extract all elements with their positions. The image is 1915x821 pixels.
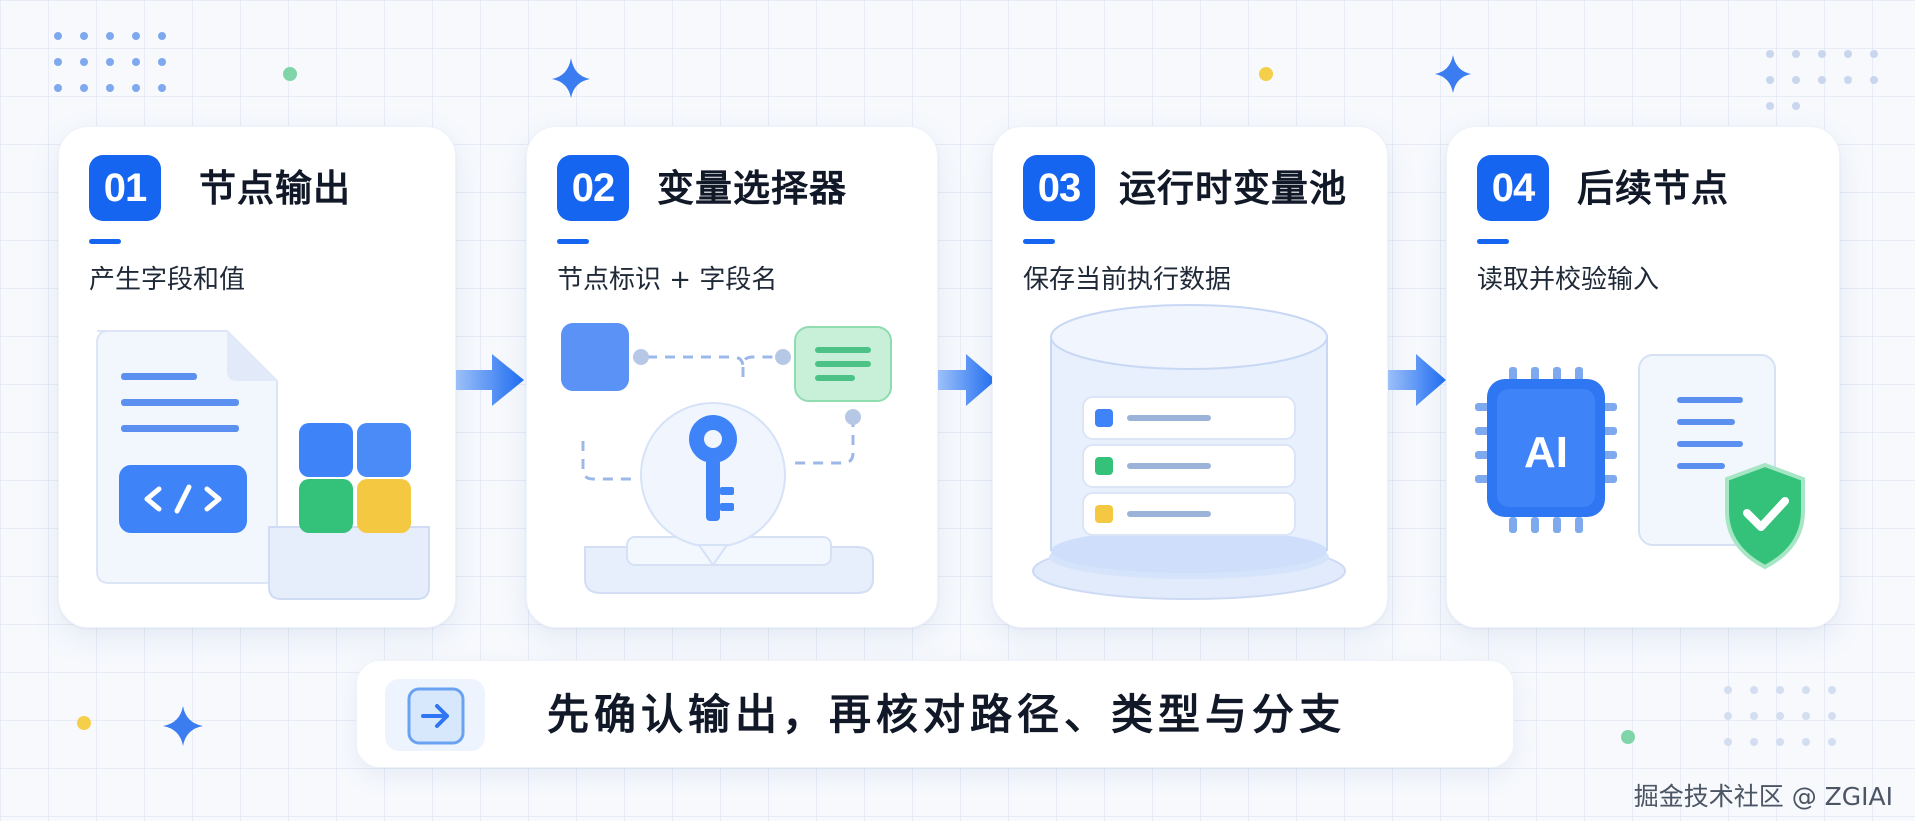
step-card-3: 03 运行时变量池 保存当前执行数据 [992,126,1388,628]
step-subtitle: 保存当前执行数据 [1023,265,1232,295]
step-subtitle: 产生字段和值 [89,265,246,295]
step-card-1: 01 节点输出 产生字段和值 [58,126,456,628]
ai-chip-label: AI [1524,428,1568,477]
title-underline [89,239,121,244]
flow-arrow-icon [456,354,524,406]
key-with-node-connections-icon [561,323,892,594]
step-title: 后续节点 [1577,167,1729,210]
step-number-badge: 01 [89,155,161,221]
step-number-badge: 04 [1477,155,1549,221]
dot-grid-decoration [1724,686,1836,746]
banner-text: 先确认输出，再核对路径、类型与分支 [547,690,1347,739]
dot-grid-decoration [54,32,166,92]
step-number-badge: 02 [557,155,629,221]
watermark: 掘金技术社区 @ ZGIAI [1633,782,1893,811]
dot-grid-decoration [1766,50,1878,110]
step-subtitle: 读取并校验输入 [1477,265,1660,295]
banner-icon-container [385,679,485,751]
step-title: 节点输出 [199,167,351,210]
summary-banner: 先确认输出，再核对路径、类型与分支 [356,660,1514,768]
arrow-right-icon [407,687,465,745]
step-title: 变量选择器 [657,167,847,210]
step-card-2: 02 变量选择器 节点标识 + 字段名 [526,126,938,628]
code-document-with-blocks-icon [96,330,430,600]
step-card-4: 04 后续节点 读取并校验输入 AI [1446,126,1840,628]
step-number-badge: 03 [1023,155,1095,221]
flow-arrow-icon [1388,354,1446,406]
ai-chip-with-shield-icon: AI [1475,354,1805,570]
title-underline [1023,239,1055,244]
database-cylinder-icon [1032,304,1346,600]
flow-arrow-icon [938,354,996,406]
step-title: 运行时变量池 [1119,167,1347,210]
title-underline [1477,239,1509,244]
step-subtitle: 节点标识 + 字段名 [557,265,778,295]
title-underline [557,239,589,244]
